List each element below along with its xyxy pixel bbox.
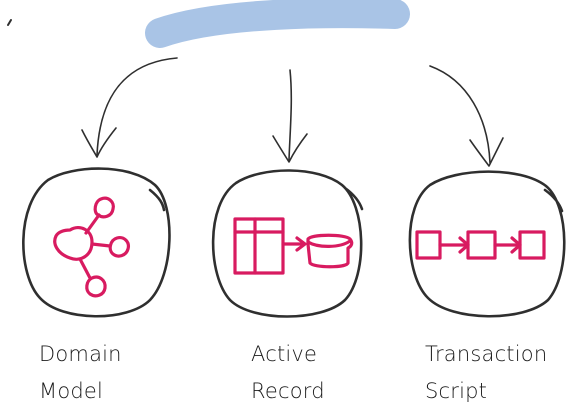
transaction-script-label-line1: Transaction: [425, 342, 548, 366]
transaction-script-label: Transaction Script: [425, 336, 547, 410]
arrow-to-transaction-script: [429, 65, 504, 167]
arrow-to-domain-model: [81, 57, 178, 158]
arrow-to-active-record: [272, 69, 308, 163]
active-record-label-line2: Record: [251, 379, 325, 403]
transaction-script-label-line2: Script: [425, 379, 488, 403]
table-to-database-icon: [233, 217, 354, 275]
stray-tick-mark: [7, 19, 12, 26]
domain-model-circle: [22, 167, 171, 318]
domain-model-label-line2: Model: [39, 379, 104, 403]
active-record-label: Active Record: [251, 336, 325, 410]
active-record-circle: [211, 169, 364, 318]
root-bar: [145, 0, 410, 48]
sequential-steps-icon: [415, 230, 546, 260]
network-graph-icon: [53, 196, 130, 298]
transaction-script-circle: [408, 170, 566, 318]
domain-model-label-line1: Domain: [39, 342, 122, 366]
active-record-label-line1: Active: [251, 342, 318, 366]
domain-model-label: Domain Model: [39, 336, 122, 410]
